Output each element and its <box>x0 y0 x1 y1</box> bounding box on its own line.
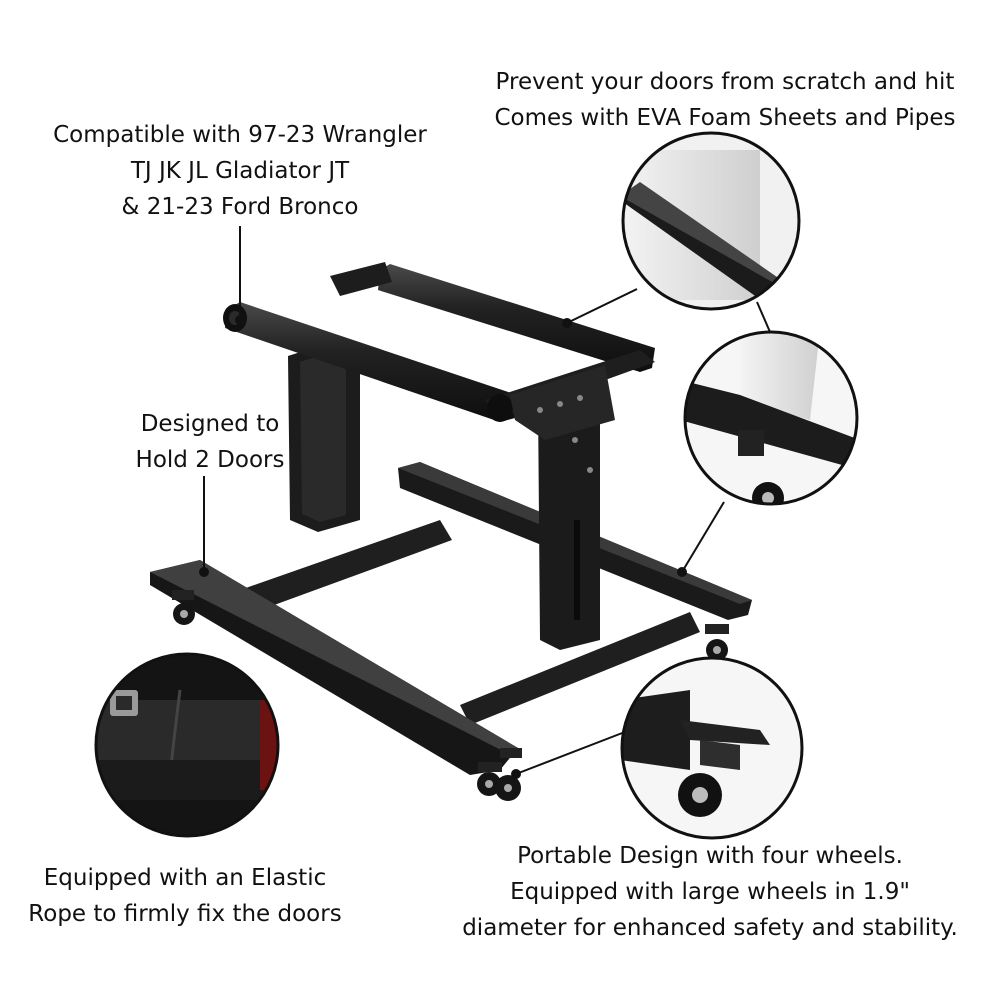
caption-line: diameter for enhanced safety and stabili… <box>462 915 958 941</box>
compatibility-caption: Compatible with 97-23 Wrangler TJ JK JL … <box>20 117 460 225</box>
capacity-caption: Designed to Hold 2 Doors <box>110 406 310 478</box>
caption-line: Equipped with an Elastic <box>43 865 327 891</box>
caster-wheel <box>705 624 729 661</box>
caption-line: Compatible with 97-23 Wrangler <box>53 122 427 148</box>
caption-line: Prevent your doors from scratch and hit <box>495 69 955 95</box>
caption-line: Rope to firmly fix the doors <box>28 901 342 927</box>
wheels-caption: Portable Design with four wheels. Equipp… <box>430 838 990 946</box>
caption-line: Designed to <box>140 411 280 437</box>
top-frame-left-tube <box>225 302 520 422</box>
base-crossbar-front <box>240 520 452 612</box>
right-upright <box>538 392 600 650</box>
caption-line: Comes with EVA Foam Sheets and Pipes <box>494 105 956 131</box>
detail-elastic-rope <box>94 652 280 838</box>
top-frame-right-tube <box>378 264 655 372</box>
caption-line: Portable Design with four wheels. <box>517 843 903 869</box>
caster-wheel <box>477 762 502 796</box>
rope-caption: Equipped with an Elastic Rope to firmly … <box>0 860 370 932</box>
door-cart <box>150 262 752 801</box>
callout-lines <box>185 226 771 779</box>
detail-foam-pipe <box>621 131 801 311</box>
detail-caster-closeup <box>683 330 859 506</box>
caption-line: TJ JK JL Gladiator JT <box>130 158 350 184</box>
caption-line: Hold 2 Doors <box>135 447 285 473</box>
caster-wheel <box>172 590 195 625</box>
base-crossbar-rear <box>460 612 700 725</box>
caster-wheel <box>495 748 522 801</box>
protection-caption: Prevent your doors from scratch and hit … <box>460 64 990 136</box>
detail-wheel <box>620 656 804 840</box>
caption-line: & 21-23 Ford Bronco <box>121 194 359 220</box>
caption-line: Equipped with large wheels in 1.9" <box>510 879 910 905</box>
